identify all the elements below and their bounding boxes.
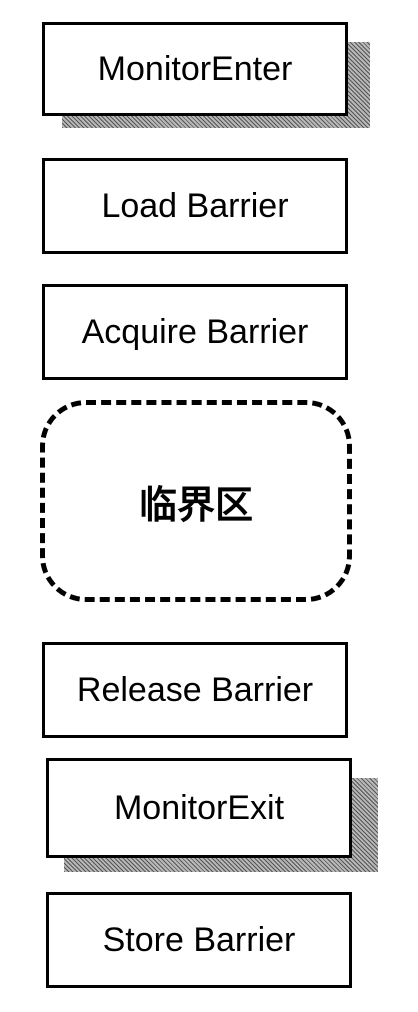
store-barrier-label: Store Barrier [102,920,296,959]
acquire-barrier-box: Acquire Barrier [42,284,348,380]
monitor-exit-label: MonitorExit [113,788,285,827]
acquire-barrier-label: Acquire Barrier [81,312,309,351]
monitor-enter-box: MonitorEnter [42,22,348,116]
monitor-exit-box: MonitorExit [46,758,352,858]
release-barrier-box: Release Barrier [42,642,348,738]
release-barrier-label: Release Barrier [76,670,314,709]
store-barrier-box: Store Barrier [46,892,352,988]
load-barrier-box: Load Barrier [42,158,348,254]
critical-section-box: 临界区 [40,400,352,602]
load-barrier-label: Load Barrier [101,186,289,225]
monitor-enter-label: MonitorEnter [97,49,293,88]
critical-section-label: 临界区 [138,482,253,527]
